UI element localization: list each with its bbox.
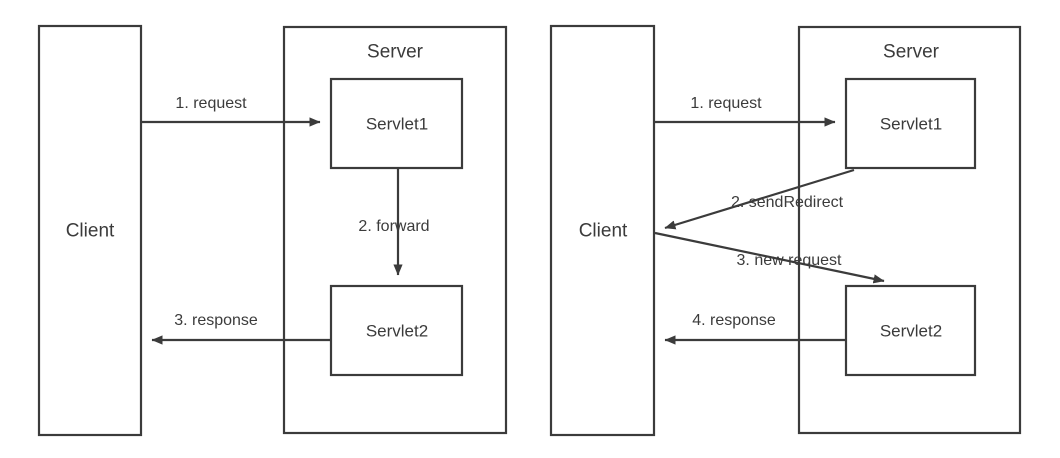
forward-client-label: Client xyxy=(65,220,115,242)
forward-diagram-group xyxy=(37,24,508,437)
forward-arrow-forward-label: 2. forward xyxy=(358,218,430,235)
forward-servlet1-label: Servlet1 xyxy=(365,114,429,134)
redirect-server-label: Server xyxy=(883,41,939,63)
forward-servlet1-box[interactable] xyxy=(329,77,464,170)
redirect-arrow-sendredirect-label: 2. sendRedirect xyxy=(730,194,844,211)
redirect-servlet1-label: Servlet1 xyxy=(879,114,943,134)
forward-servlet2-label: Servlet2 xyxy=(365,321,429,341)
redirect-arrow-newrequest-label: 3. new request xyxy=(736,252,842,269)
forward-arrow-request-label: 1. request xyxy=(175,95,247,112)
redirect-servlet1-box[interactable] xyxy=(844,77,977,170)
redirect-arrow-sendredirect-line xyxy=(664,168,855,230)
redirect-arrow-newrequest-line xyxy=(654,231,885,284)
forward-arrow-response-label: 3. response xyxy=(174,312,258,329)
redirect-arrow-response-label: 4. response xyxy=(692,312,776,329)
redirect-servlet2-box[interactable] xyxy=(844,284,977,377)
forward-client-box[interactable] xyxy=(37,24,143,437)
forward-servlet2-box[interactable] xyxy=(329,284,464,377)
redirect-client-label: Client xyxy=(578,220,628,242)
redirect-servlet2-label: Servlet2 xyxy=(879,321,943,341)
sendredirect-diagram-group xyxy=(549,24,1022,437)
redirect-arrow-request-label: 1. request xyxy=(690,95,762,112)
redirect-client-box[interactable] xyxy=(549,24,656,437)
forward-server-label: Server xyxy=(367,41,423,63)
